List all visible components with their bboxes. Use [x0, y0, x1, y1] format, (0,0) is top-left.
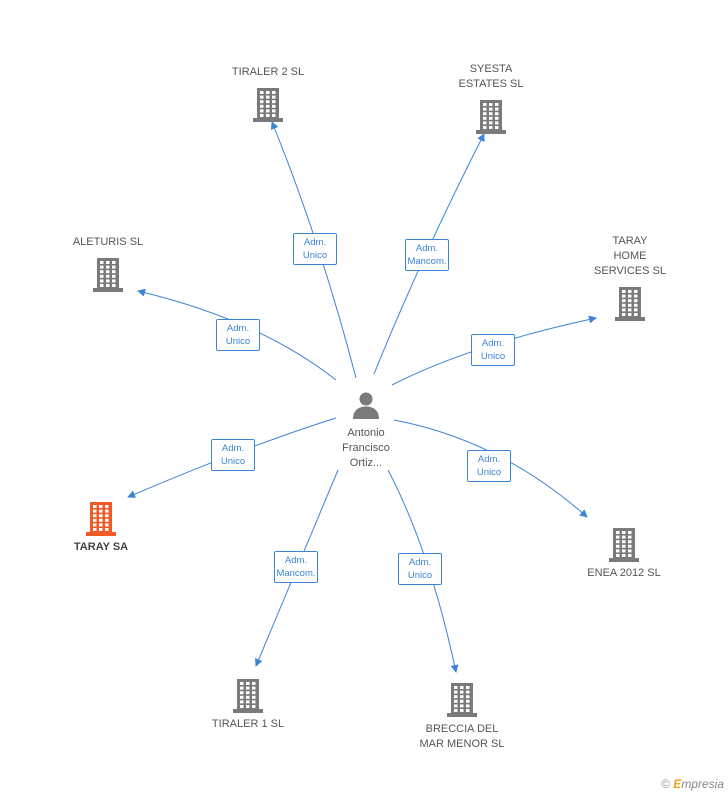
role-badge-syesta: Adm. Mancom. [405, 239, 449, 271]
company-label-tiraler1[interactable]: TIRALER 1 SL [211, 718, 285, 730]
company-label-enea[interactable]: ENEA 2012 SL [587, 567, 661, 579]
role-badge-enea: Adm. Unico [467, 450, 511, 482]
building-icon[interactable] [476, 98, 506, 134]
company-label-taray_sa[interactable]: TARAY SA [73, 541, 129, 553]
role-badge-taray_sa: Adm. Unico [211, 439, 255, 471]
role-badge-tiraler2: Adm. Unico [293, 233, 337, 265]
company-label-breccia[interactable]: BRECCIA DEL MAR MENOR SL [419, 723, 505, 750]
role-badge-aleturis: Adm. Unico [216, 319, 260, 351]
building-icon[interactable] [93, 256, 123, 292]
company-label-aleturis[interactable]: ALETURIS SL [72, 236, 144, 248]
building-icon[interactable] [615, 285, 645, 321]
role-badge-taray_home: Adm. Unico [471, 334, 515, 366]
company-label-taray_home[interactable]: TARAY HOME SERVICES SL [594, 235, 666, 277]
company-label-syesta[interactable]: SYESTA ESTATES SL [458, 63, 524, 90]
role-badge-breccia: Adm. Unico [398, 553, 442, 585]
role-badge-tiraler1: Adm. Mancom. [274, 551, 318, 583]
person-icon[interactable] [351, 390, 381, 420]
building-icon[interactable] [253, 86, 283, 122]
building-icon[interactable] [233, 677, 263, 713]
building-icon[interactable] [447, 681, 477, 717]
brand-logo: © Empresia [661, 777, 724, 791]
building-icon[interactable] [86, 500, 116, 536]
company-label-tiraler2[interactable]: TIRALER 2 SL [231, 66, 305, 78]
person-name[interactable]: Antonio Francisco Ortiz... [342, 427, 390, 469]
building-icon[interactable] [609, 526, 639, 562]
